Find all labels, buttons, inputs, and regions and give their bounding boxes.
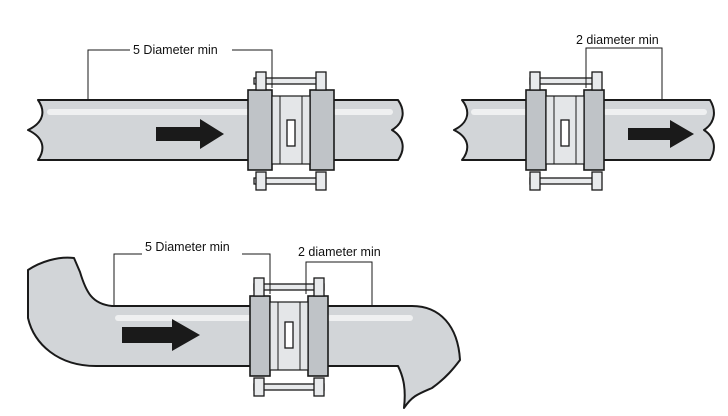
bolt-nut: [591, 71, 603, 91]
bolt-nut: [255, 171, 267, 191]
bolt-nut: [313, 377, 325, 397]
meter-window: [560, 119, 570, 147]
left-flange: [525, 89, 547, 171]
diagram-top-right: 2 diameter min: [453, 33, 715, 191]
upstream-elbow-pipe: [27, 256, 255, 367]
flow-direction-arrow-icon: [628, 120, 694, 148]
bolt-nut: [255, 71, 267, 91]
flowmeter: [525, 71, 605, 191]
right-flange: [307, 295, 329, 377]
right-flange: [309, 89, 335, 171]
bolt-nut: [529, 71, 541, 91]
dimension-label: 5 Diameter min: [133, 43, 218, 57]
bolt-nut: [315, 71, 327, 91]
diagram-top-left: 5 Diameter min: [27, 43, 404, 191]
right-flange: [583, 89, 605, 171]
bolt-nut: [253, 277, 265, 297]
meter-window: [286, 119, 296, 147]
upstream-dimension: 5 Diameter min: [87, 43, 273, 100]
diagram-bottom: 5 Diameter min 2 diameter min: [27, 240, 461, 409]
dimension-label: 2 diameter min: [576, 33, 659, 47]
flow-direction-arrow-icon: [122, 319, 200, 351]
downstream-dimension: 2 diameter min: [298, 245, 381, 306]
flowmeter: [249, 277, 329, 397]
bolt-nut: [313, 277, 325, 297]
bolt-nut: [315, 171, 327, 191]
dimension-label: 2 diameter min: [298, 245, 381, 259]
downstream-elbow-pipe: [325, 305, 461, 409]
left-flange: [247, 89, 273, 171]
left-flange: [249, 295, 271, 377]
upstream-dimension: 5 Diameter min: [113, 240, 271, 306]
flowmeter: [247, 71, 335, 191]
meter-window: [284, 321, 294, 349]
downstream-dimension: 2 diameter min: [576, 33, 663, 100]
dimension-label: 5 Diameter min: [145, 240, 230, 254]
bolt-nut: [529, 171, 541, 191]
bolt-nut: [591, 171, 603, 191]
flow-direction-arrow-icon: [156, 119, 224, 149]
bolt-nut: [253, 377, 265, 397]
